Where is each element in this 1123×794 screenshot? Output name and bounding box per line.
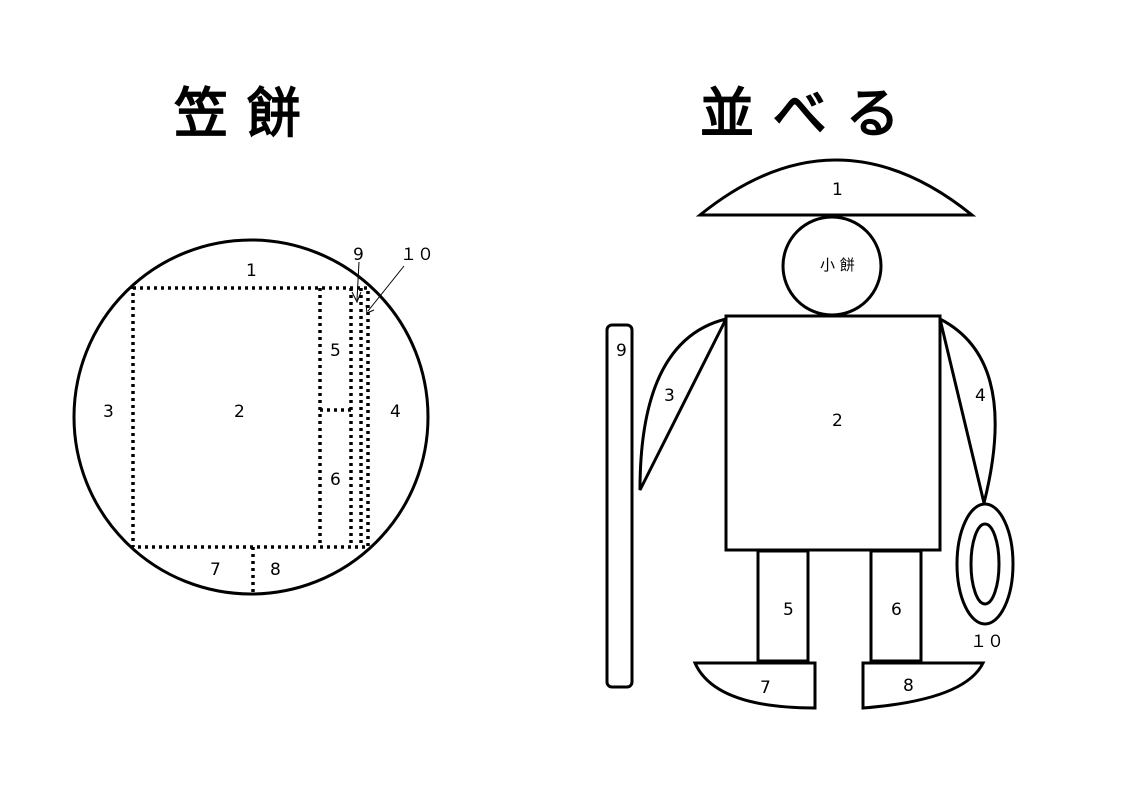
piece-10-ring-inner — [969, 522, 1001, 606]
piece-6-right-leg — [869, 549, 923, 663]
right-assembled-figure: 1 小 餅 2 3 4 5 6 7 8 9 １０ — [605, 158, 1015, 710]
left-label-1: 1 — [246, 261, 257, 281]
left-label-5: 5 — [330, 341, 341, 361]
right-label-9: 9 — [616, 341, 627, 361]
right-label-3: 3 — [664, 386, 675, 406]
head-small-mochi — [781, 215, 883, 317]
right-label-2: 2 — [832, 411, 843, 431]
piece-9-staff — [605, 323, 634, 689]
right-label-6: 6 — [891, 600, 902, 620]
piece-2-body — [724, 314, 942, 552]
right-title: 並 べ る — [700, 82, 900, 145]
left-label-6: 6 — [330, 470, 341, 490]
arrow-9-line — [356, 261, 360, 301]
left-title: 笠 餅 — [174, 82, 301, 145]
piece-5-left-leg — [756, 549, 810, 663]
left-label-7: 7 — [210, 560, 221, 580]
right-label-4: 4 — [975, 386, 986, 406]
piece-3-left-arm — [638, 316, 729, 491]
left-label-4: 4 — [390, 402, 401, 422]
left-cutting-diagram: 1 2 3 4 5 6 7 8 9 １０ — [72, 238, 434, 596]
left-label-8: 8 — [270, 560, 281, 580]
arrow-10-head — [365, 304, 375, 314]
right-label-7: 7 — [760, 678, 771, 698]
left-label-10: １０ — [400, 245, 434, 265]
right-label-1: 1 — [832, 180, 843, 200]
left-label-9: 9 — [353, 245, 364, 265]
right-label-8: 8 — [903, 676, 914, 696]
right-label-10: １０ — [970, 632, 1004, 652]
arrow-9-head — [351, 291, 362, 304]
right-head-label: 小 餅 — [820, 256, 855, 274]
left-label-3: 3 — [103, 402, 114, 422]
arrow-10-line — [367, 265, 405, 312]
piece-4-right-arm — [937, 316, 997, 504]
round-mochi-outline — [72, 238, 430, 596]
right-label-5: 5 — [783, 600, 794, 620]
cut-line-main-rect — [131, 286, 370, 549]
piece-7-left-foot — [692, 661, 817, 710]
piece-8-right-foot — [861, 661, 986, 710]
left-label-2: 2 — [234, 402, 245, 422]
piece-1-hat — [695, 158, 977, 217]
